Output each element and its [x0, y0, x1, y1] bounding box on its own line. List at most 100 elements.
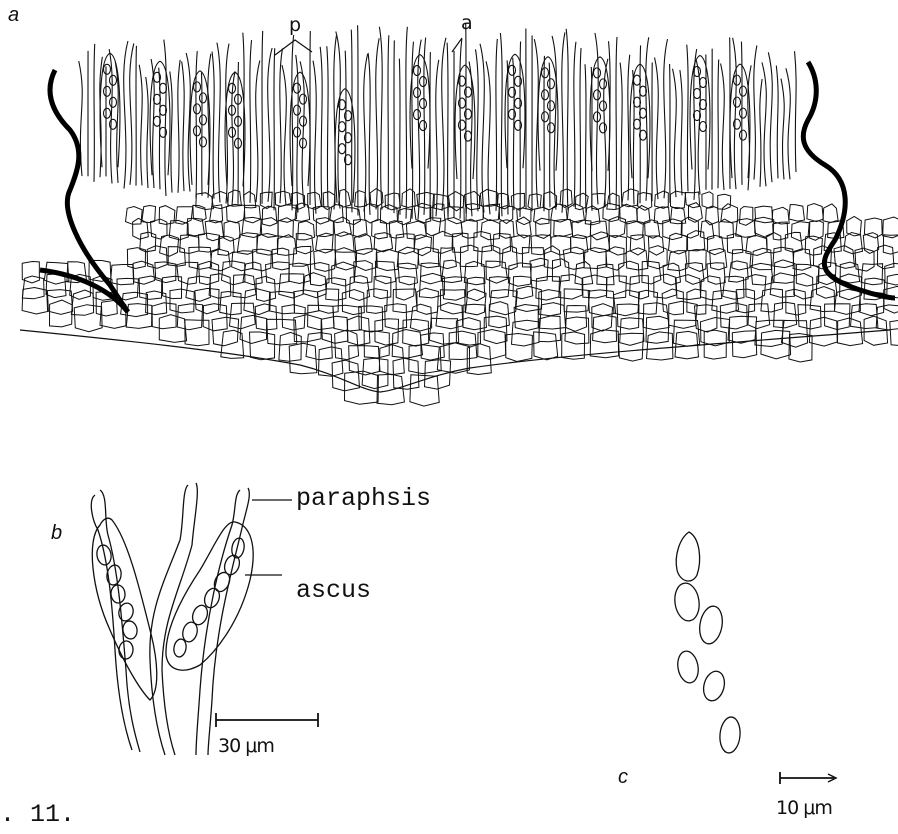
- spore: [194, 104, 201, 114]
- spore: [200, 115, 207, 125]
- paraphysis-filament: [786, 68, 790, 179]
- tissue-cell: [740, 207, 753, 226]
- spore: [509, 65, 516, 75]
- paraphysis-filament: [212, 52, 214, 199]
- tissue-cell: [876, 305, 898, 330]
- tissue-cell: [746, 275, 766, 300]
- spore: [104, 86, 111, 96]
- spore-1: [676, 532, 699, 581]
- paraphysis-filament: [680, 70, 682, 195]
- tissue-cell: [840, 262, 859, 283]
- tissue-cell: [50, 300, 73, 327]
- tissue-cell: [267, 319, 297, 345]
- tissue-cell: [266, 262, 290, 284]
- tissue-cell: [374, 276, 391, 299]
- tissue-cell: [442, 277, 466, 301]
- tissue-cell: [890, 320, 898, 346]
- tissue-cell: [619, 261, 640, 284]
- scale-bar-c: [780, 772, 836, 784]
- tissue-cell: [755, 320, 783, 346]
- tissue-cell: [345, 371, 379, 404]
- tissue-cell: [522, 248, 544, 268]
- tissue-cell: [466, 204, 483, 222]
- paraphysis-filament: [460, 39, 462, 219]
- tissue-cell: [142, 206, 156, 223]
- spore: [548, 123, 555, 133]
- tissue-cell: [466, 289, 487, 315]
- ascus-in-hymenium: [225, 72, 245, 186]
- ascus-in-hymenium: [190, 71, 210, 185]
- tissue-cell: [539, 290, 561, 316]
- spore: [122, 620, 139, 640]
- tissue-cell: [789, 205, 805, 222]
- paraphysis-filament: [580, 48, 581, 206]
- paraphysis-filament: [313, 61, 316, 214]
- spore: [740, 130, 747, 140]
- tissue-cell: [111, 265, 134, 285]
- spore: [740, 86, 747, 96]
- spore: [160, 83, 167, 93]
- paraphysis-filament: [268, 48, 272, 202]
- tissue-cell: [648, 236, 663, 255]
- tissue-cell: [335, 248, 356, 270]
- tissue-cell: [798, 305, 821, 329]
- tissue-cell: [318, 289, 339, 313]
- spore: [740, 108, 747, 118]
- spore: [118, 640, 134, 659]
- paraphysis-filament: [475, 49, 478, 211]
- paraphysis-filament: [368, 53, 370, 215]
- tissue-cell: [433, 194, 449, 210]
- tissue-cell: [774, 302, 797, 328]
- tissue-cell: [774, 260, 795, 283]
- spore: [542, 68, 549, 78]
- paraphysis-filament: [320, 47, 322, 206]
- tissue-cell: [559, 275, 582, 300]
- spore-2: [672, 582, 701, 623]
- tissue-cell: [253, 249, 272, 271]
- tissue-cell: [622, 189, 638, 207]
- ascus-in-hymenium: [538, 57, 558, 171]
- spore: [194, 126, 201, 136]
- spore: [200, 93, 207, 103]
- tissue-cell: [189, 247, 212, 269]
- tissue-cell: [748, 304, 770, 329]
- tissue-cell: [436, 303, 463, 329]
- tissue-cell: [244, 289, 270, 315]
- tissue-cell: [359, 306, 383, 332]
- paraphysis-filament: [754, 46, 757, 180]
- tissue-cell: [630, 235, 645, 255]
- tissue-cell: [834, 289, 860, 314]
- spore-4: [675, 650, 700, 685]
- paraphysis-filament: [500, 33, 502, 216]
- spore: [542, 112, 549, 122]
- spore: [104, 108, 111, 118]
- annotation-p: p: [289, 14, 301, 36]
- tissue-cell: [185, 320, 209, 346]
- tissue-cell: [448, 207, 464, 224]
- ascus-detail: [91, 483, 318, 755]
- scale-label-c: 10 μm: [776, 797, 832, 819]
- spore: [600, 123, 607, 133]
- tissue-cell: [618, 333, 643, 361]
- paraphysis-filament: [130, 43, 134, 184]
- paraphysis-filament: [139, 65, 142, 186]
- paraphysis-filament: [718, 59, 719, 188]
- paraphysis-filament: [388, 35, 389, 209]
- spore: [594, 90, 601, 100]
- paraphysis-filament: [513, 58, 514, 210]
- tissue-cell: [655, 191, 669, 208]
- paraphysis-filament: [442, 38, 446, 211]
- tissue-cell: [433, 231, 452, 253]
- tissue-cell: [878, 245, 895, 269]
- paraphysis-filament: [178, 60, 180, 193]
- tissue-cell: [227, 204, 245, 222]
- tissue-outline: [20, 330, 890, 392]
- paraphysis-filament: [124, 41, 128, 189]
- tissue-cell: [642, 261, 661, 284]
- spore: [339, 144, 346, 154]
- spore: [694, 89, 701, 99]
- paraphysis-filament: [760, 79, 762, 187]
- tissue-cell: [752, 248, 772, 269]
- paraphsis-label: paraphsis: [296, 484, 431, 513]
- spore: [420, 77, 427, 87]
